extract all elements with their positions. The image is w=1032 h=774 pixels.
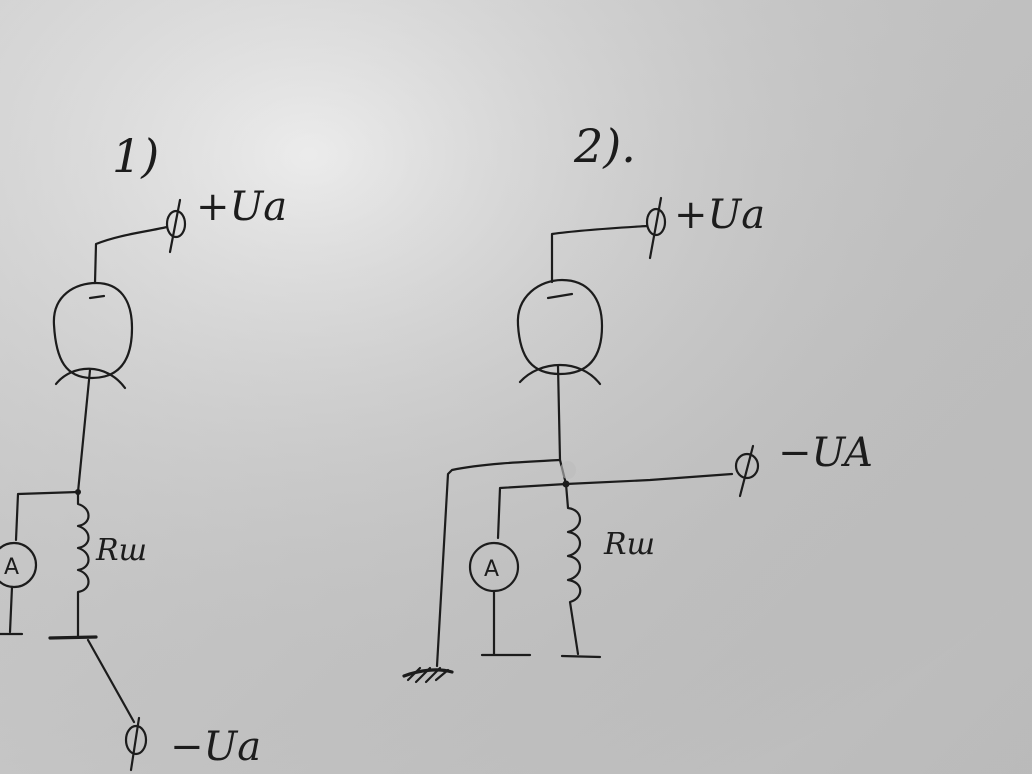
circuit-2: 2). +Ua −UA: [402, 119, 873, 684]
circuit-1-bottom-terminal: [124, 716, 148, 772]
circuit-1-shunt-coil: [76, 490, 90, 638]
circuit-1-bottom-supply-label: −Ua: [170, 724, 261, 770]
circuit-2-coil-bottom: [560, 654, 602, 659]
circuit-2-meter-lead: [480, 589, 532, 657]
circuit-1-resistor-label: Rш: [95, 533, 147, 568]
circuit-1-ammeter-label: A: [4, 555, 19, 580]
circuit-2-tube: [516, 278, 604, 386]
circuit-2-resistor-label: Rш: [603, 527, 655, 562]
circuit-2-ammeter-label: A: [484, 557, 499, 582]
circuit-2-shunt-coil: [564, 482, 582, 656]
circuit-2-ground-wire: [435, 458, 562, 668]
circuit-1-anode-wire: [93, 225, 169, 285]
circuit-1-top-supply-label: +Ua: [196, 184, 287, 230]
circuit-1-tube: [52, 281, 134, 390]
circuit-1-bottom-bar: [48, 635, 98, 640]
circuit-2-side-terminal: [734, 444, 760, 498]
circuit-2-ground-symbol: [402, 666, 454, 684]
circuit-1-bottom-wire: [86, 638, 136, 724]
circuit-1-top-terminal: [165, 198, 187, 254]
circuit-1-tube-anode: [88, 294, 106, 300]
circuit-1: 1) +Ua A Rш: [0, 129, 287, 772]
circuit-2-anode-wire: [550, 224, 649, 284]
circuit-2-side-wire: [564, 472, 734, 486]
circuit-2-top-supply-label: +Ua: [674, 192, 765, 238]
circuit-2-tube-cathode: [518, 364, 602, 386]
circuit-2-label: 2).: [573, 119, 636, 173]
circuit-2-tube-anode: [546, 292, 574, 300]
circuit-1-label: 1): [112, 129, 159, 183]
circuit-2-side-supply-label: −UA: [778, 430, 873, 476]
circuit-2-erased-mark: [560, 461, 576, 479]
circuit-2-meter-wire: [496, 482, 568, 540]
circuit-1-ammeter: A: [0, 541, 38, 589]
circuit-1-tube-cathode: [54, 367, 127, 390]
circuit-1-meter-wire: [14, 490, 80, 542]
circuit-1-meter-lead: [0, 585, 24, 636]
circuit-2-top-terminal: [645, 196, 667, 260]
circuit-1-cathode-wire: [76, 368, 92, 494]
